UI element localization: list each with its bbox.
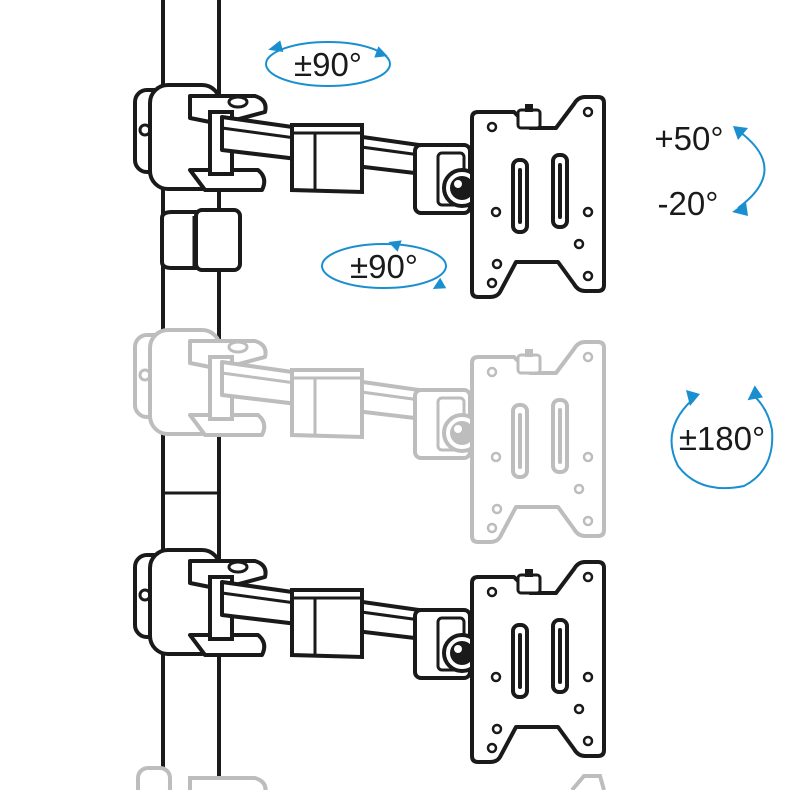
swivel-angle-mid: ±90° <box>321 240 447 289</box>
swivel-label-mid: ±90° <box>350 248 418 285</box>
tilt-down-label: -20° <box>658 185 719 222</box>
rotation-angle: ±180° <box>670 385 774 490</box>
swivel-angle-top: ±90° <box>265 40 391 87</box>
rotation-label: ±180° <box>679 420 765 457</box>
spacer-collar <box>160 208 242 272</box>
monitor-arm-ghost-partial <box>136 766 606 790</box>
tilt-angle: +50° -20° <box>654 120 766 222</box>
tilt-up-label: +50° <box>654 120 723 157</box>
swivel-label-top: ±90° <box>294 46 362 83</box>
